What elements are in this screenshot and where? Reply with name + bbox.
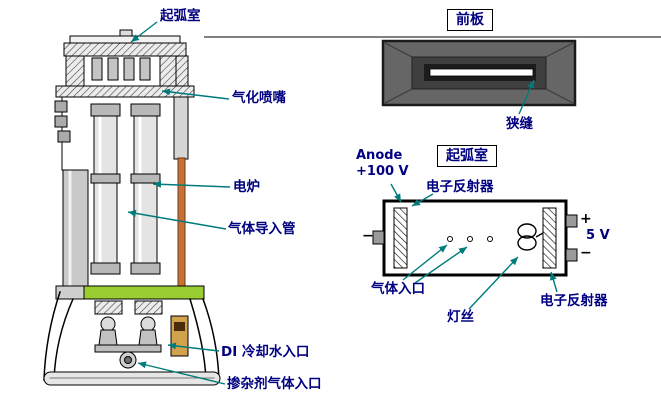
label-anode: Anode (356, 148, 403, 163)
minus-sign-right: − (580, 245, 592, 261)
label-dopant-gas-inlet: 掺杂剂气体入口 (227, 376, 322, 392)
electron-reflector-right-part (542, 207, 557, 269)
label-slit: 狭缝 (506, 116, 533, 132)
label-anode-voltage: +100 V (356, 164, 409, 179)
label-di-cooling-water-inlet: DI 冷却水入口 (221, 344, 310, 360)
gas-inlet-tube-drawing (130, 103, 161, 275)
arc-chamber-lid (63, 42, 187, 57)
front-plate-drawing (381, 39, 577, 107)
slit-opening (429, 68, 534, 77)
arc-chamber-title-box: 起弧室 (437, 145, 497, 167)
insulator-right (138, 316, 158, 346)
gas-inlet-holes (447, 236, 493, 242)
filament-coil (517, 223, 544, 251)
leader-lines (127, 21, 558, 385)
label-arc-chamber-left: 起弧室 (160, 8, 201, 24)
filament-terminal-minus (565, 248, 578, 262)
insulator-left (98, 316, 118, 346)
electron-reflector-left-part (393, 207, 408, 269)
nozzle-plate (55, 85, 195, 98)
apparatus-drawing (43, 29, 221, 386)
anode-terminal (372, 230, 385, 245)
green-plate (83, 285, 205, 300)
label-electric-furnace: 电炉 (233, 179, 260, 195)
furnace-tube-left (90, 103, 121, 275)
label-electron-reflector-right: 电子反射器 (540, 293, 608, 309)
minus-sign-left: − (362, 228, 374, 244)
filament-terminal-plus (565, 214, 578, 228)
label-supply-voltage: 5 V (586, 228, 610, 243)
label-gas-inlet-tube: 气体导入管 (228, 221, 296, 237)
label-vaporizing-nozzle: 气化喷嘴 (232, 90, 286, 106)
label-electron-reflector-top: 电子反射器 (426, 179, 494, 195)
plus-sign-right: + (580, 211, 592, 227)
label-filament: 灯丝 (447, 309, 474, 325)
arc-chamber-schematic (372, 199, 578, 277)
label-gas-inlet: 气体入口 (371, 281, 425, 297)
front-plate-title-box: 前板 (447, 9, 493, 31)
